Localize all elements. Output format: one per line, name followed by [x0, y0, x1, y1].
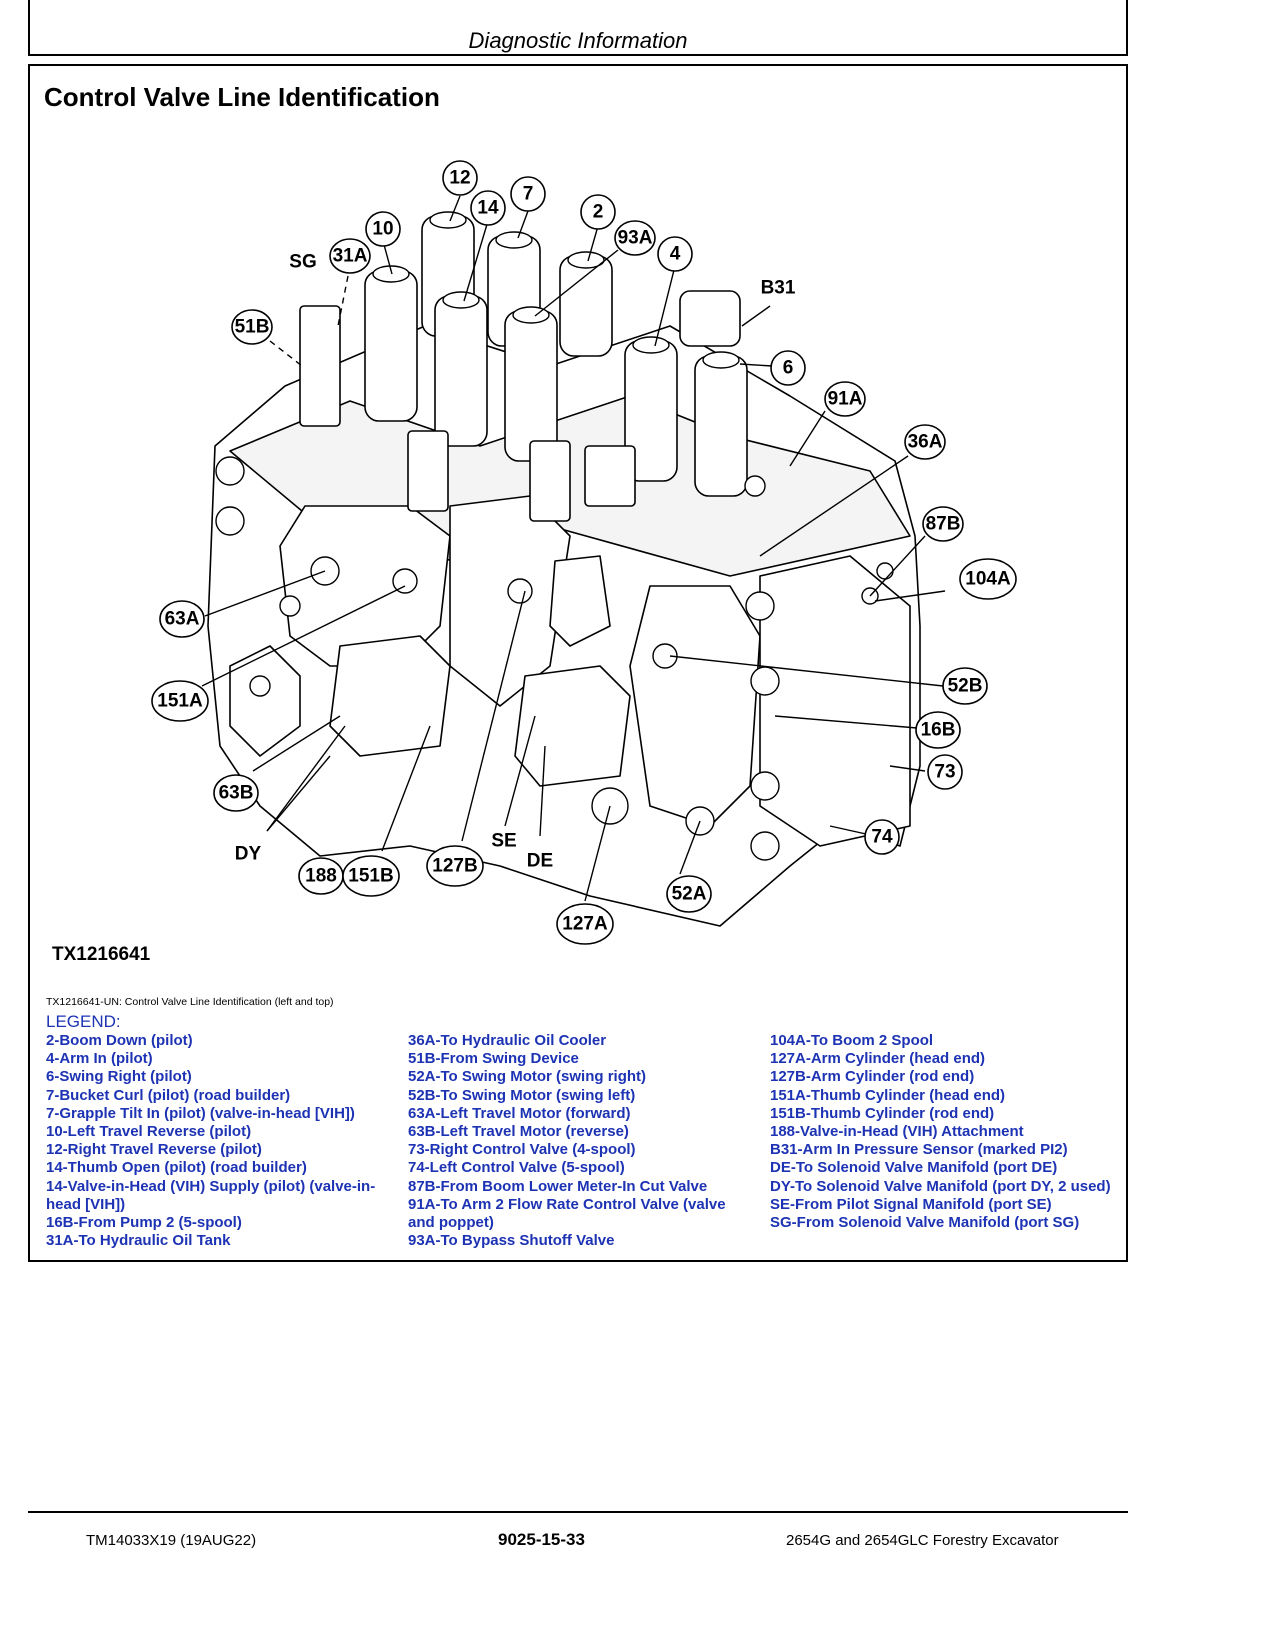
- callout-127A: 127A: [562, 914, 608, 935]
- callout-91A: 91A: [828, 389, 863, 410]
- legend-item: DE-To Solenoid Valve Manifold (port DE): [770, 1159, 1058, 1177]
- callout-151B: 151B: [348, 866, 393, 887]
- callout-16B: 16B: [921, 720, 956, 741]
- callout-14: 14: [477, 198, 499, 219]
- callout-151A: 151A: [157, 691, 203, 712]
- callout-63B: 63B: [219, 783, 254, 804]
- legend-item: 51B-From Swing Device: [408, 1050, 579, 1068]
- legend-item: 63A-Left Travel Motor (forward): [408, 1104, 631, 1122]
- relief-cap-left: [229, 645, 301, 757]
- sensor-block: [584, 445, 636, 507]
- cartridge-10: [364, 270, 418, 422]
- callout-2: 2: [593, 202, 604, 223]
- legend-item: 14-Valve-in-Head (VIH) Supply (pilot) (v…: [46, 1177, 376, 1213]
- legend-item: 6-Swing Right (pilot): [46, 1068, 192, 1086]
- legend-item: 7-Bucket Curl (pilot) (road builder): [46, 1086, 291, 1104]
- footer-page-number: 9025-15-33: [498, 1530, 585, 1549]
- callout-6: 6: [783, 358, 794, 379]
- callout-10: 10: [372, 219, 393, 240]
- legend-item: 63B-Left Travel Motor (reverse): [408, 1123, 629, 1141]
- legend-item: 52A-To Swing Motor (swing right): [408, 1068, 647, 1086]
- cartridge-93A: [504, 310, 558, 462]
- callout-63A: 63A: [165, 609, 200, 630]
- tag-B31: B31: [761, 278, 796, 299]
- legend-item: 31A-To Hydraulic Oil Tank: [46, 1232, 231, 1250]
- legend-item: 73-Right Control Valve (4-spool): [408, 1141, 636, 1159]
- legend-item: 4-Arm In (pilot): [46, 1050, 153, 1068]
- footer-divider: [28, 1511, 1128, 1513]
- callout-73: 73: [934, 762, 955, 783]
- cartridge-2: [559, 255, 613, 357]
- footer-manual-id: TM14033X19 (19AUG22): [86, 1532, 257, 1549]
- legend-column-1: 2-Boom Down (pilot) 4-Arm In (pilot) 6-S…: [46, 1032, 391, 1250]
- legend-item: 14-Thumb Open (pilot) (road builder): [46, 1159, 307, 1177]
- legend-item: 104A-To Boom 2 Spool: [770, 1032, 934, 1049]
- pilot-manifold: [549, 555, 611, 647]
- page-title: Control Valve Line Identification: [44, 82, 440, 112]
- legend-title: LEGEND:: [46, 1012, 121, 1031]
- callout-4: 4: [670, 244, 681, 265]
- callout-87B: 87B: [926, 514, 961, 535]
- legend-item: 127A-Arm Cylinder (head end): [770, 1050, 986, 1068]
- figure-caption: TX1216641-UN: Control Valve Line Identif…: [46, 996, 334, 1008]
- solenoid-manifold-left: [329, 635, 451, 757]
- callout-31A: 31A: [333, 246, 368, 267]
- cartridge-6: [694, 355, 748, 497]
- tag-DY: DY: [235, 844, 262, 865]
- callout-188: 188: [305, 866, 337, 887]
- page-header: Diagnostic Information: [28, 0, 1128, 56]
- legend-item: 36A-To Hydraulic Oil Cooler: [408, 1032, 607, 1049]
- header-text: Diagnostic Information: [468, 28, 688, 53]
- legend-column-3: 104A-To Boom 2 Spool 127A-Arm Cylinder (…: [770, 1032, 1118, 1232]
- figure-panel: Control Valve Line Identification: [28, 64, 1128, 1262]
- callout-36A: 36A: [908, 432, 943, 453]
- callout-7: 7: [523, 184, 534, 205]
- legend-item: 2-Boom Down (pilot): [46, 1032, 193, 1049]
- callout-127B: 127B: [432, 856, 477, 877]
- legend-column-2: 36A-To Hydraulic Oil Cooler 51B-From Swi…: [408, 1032, 756, 1250]
- callout-52B: 52B: [948, 676, 983, 697]
- right-end-cap: [759, 555, 911, 847]
- valve-diagram: 12 14 7 2 93A 4 10 31A 51B 6 91A 36A 87B…: [151, 160, 1017, 945]
- callout-93A: 93A: [618, 228, 653, 249]
- legend-item: 7-Grapple Tilt In (pilot) (valve-in-head…: [46, 1104, 355, 1122]
- right-port-plate: [629, 585, 761, 827]
- legend-item: B31-Arm In Pressure Sensor (marked PI2): [770, 1141, 1068, 1159]
- tag-DE: DE: [527, 851, 553, 872]
- legend-item: 12-Right Travel Reverse (pilot): [46, 1141, 262, 1159]
- legend-item: 52B-To Swing Motor (swing left): [408, 1086, 636, 1104]
- callout-74: 74: [871, 827, 893, 848]
- legend-item: 10-Left Travel Reverse (pilot): [46, 1123, 252, 1141]
- legend-item: 87B-From Boom Lower Meter-In Cut Valve: [408, 1177, 708, 1195]
- callout-104A: 104A: [965, 569, 1011, 590]
- figure-id: TX1216641: [52, 944, 151, 965]
- solenoid-right: [529, 440, 571, 522]
- legend-item: SE-From Pilot Signal Manifold (port SE): [770, 1195, 1052, 1213]
- legend-item: 188-Valve-in-Head (VIH) Attachment: [770, 1123, 1024, 1141]
- cartridge-14: [434, 295, 488, 447]
- sensor-b31: [679, 290, 741, 347]
- solenoid-sg: [299, 305, 341, 427]
- tag-SE: SE: [491, 831, 516, 852]
- footer-model: 2654G and 2654GLC Forestry Excavator: [786, 1532, 1059, 1549]
- callout-52A: 52A: [672, 884, 707, 905]
- callout-12: 12: [449, 168, 470, 189]
- legend-item: 127B-Arm Cylinder (rod end): [770, 1068, 975, 1086]
- legend-item: 74-Left Control Valve (5-spool): [408, 1159, 625, 1177]
- legend-item: 151B-Thumb Cylinder (rod end): [770, 1104, 995, 1122]
- callout-51B: 51B: [235, 317, 270, 338]
- legend-item: SG-From Solenoid Valve Manifold (port SG…: [770, 1214, 1080, 1232]
- legend-item: DY-To Solenoid Valve Manifold (port DY, …: [770, 1177, 1111, 1195]
- legend-item: 93A-To Bypass Shutoff Valve: [408, 1232, 615, 1250]
- legend-item: 91A-To Arm 2 Flow Rate Control Valve (va…: [408, 1195, 726, 1232]
- tag-SG: SG: [289, 252, 316, 273]
- legend-item: 16B-From Pump 2 (5-spool): [46, 1214, 242, 1232]
- solenoid-mid: [407, 430, 449, 512]
- legend-item: 151A-Thumb Cylinder (head end): [770, 1086, 1006, 1104]
